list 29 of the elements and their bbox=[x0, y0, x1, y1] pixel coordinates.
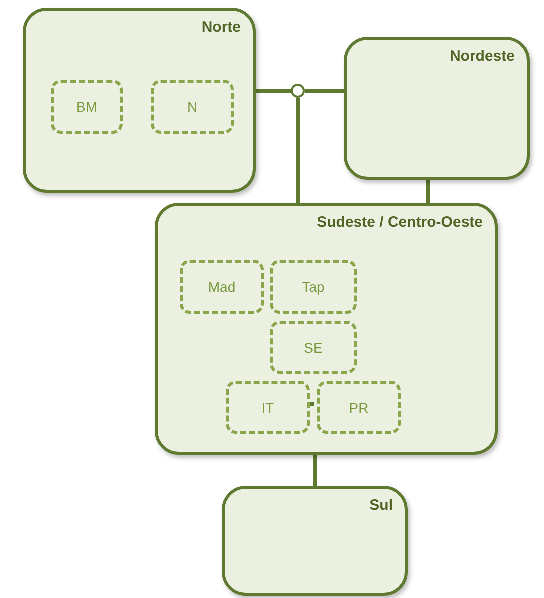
connector-line bbox=[256, 89, 291, 93]
region-box bbox=[23, 8, 256, 193]
connector-line bbox=[426, 180, 430, 203]
zone-label: PR bbox=[349, 400, 369, 416]
region-title: Nordeste bbox=[450, 48, 515, 65]
zone-box bbox=[51, 80, 123, 134]
zone-box bbox=[180, 260, 264, 314]
zone-label: IT bbox=[262, 400, 274, 416]
region-box bbox=[344, 37, 530, 180]
zone-label: BM bbox=[76, 99, 98, 115]
region-box bbox=[155, 203, 498, 455]
region-title: Norte bbox=[202, 19, 241, 36]
zone-label: Tap bbox=[302, 279, 325, 295]
zone-label: SE bbox=[304, 340, 323, 356]
zone-box bbox=[151, 80, 234, 134]
connector-line bbox=[313, 455, 317, 486]
zone-box bbox=[226, 381, 310, 434]
zone-box bbox=[270, 260, 357, 314]
zone-label: Mad bbox=[208, 279, 236, 295]
connector-line bbox=[305, 89, 344, 93]
junction-circle bbox=[291, 84, 305, 98]
region-title: Sudeste / Centro-Oeste bbox=[317, 214, 483, 231]
zone-label: N bbox=[187, 99, 198, 115]
zone-box bbox=[270, 321, 357, 374]
region-title: Sul bbox=[370, 497, 393, 514]
connector-line bbox=[296, 98, 300, 203]
connector-line bbox=[307, 402, 314, 406]
zone-box bbox=[317, 381, 401, 434]
region-box bbox=[222, 486, 408, 596]
